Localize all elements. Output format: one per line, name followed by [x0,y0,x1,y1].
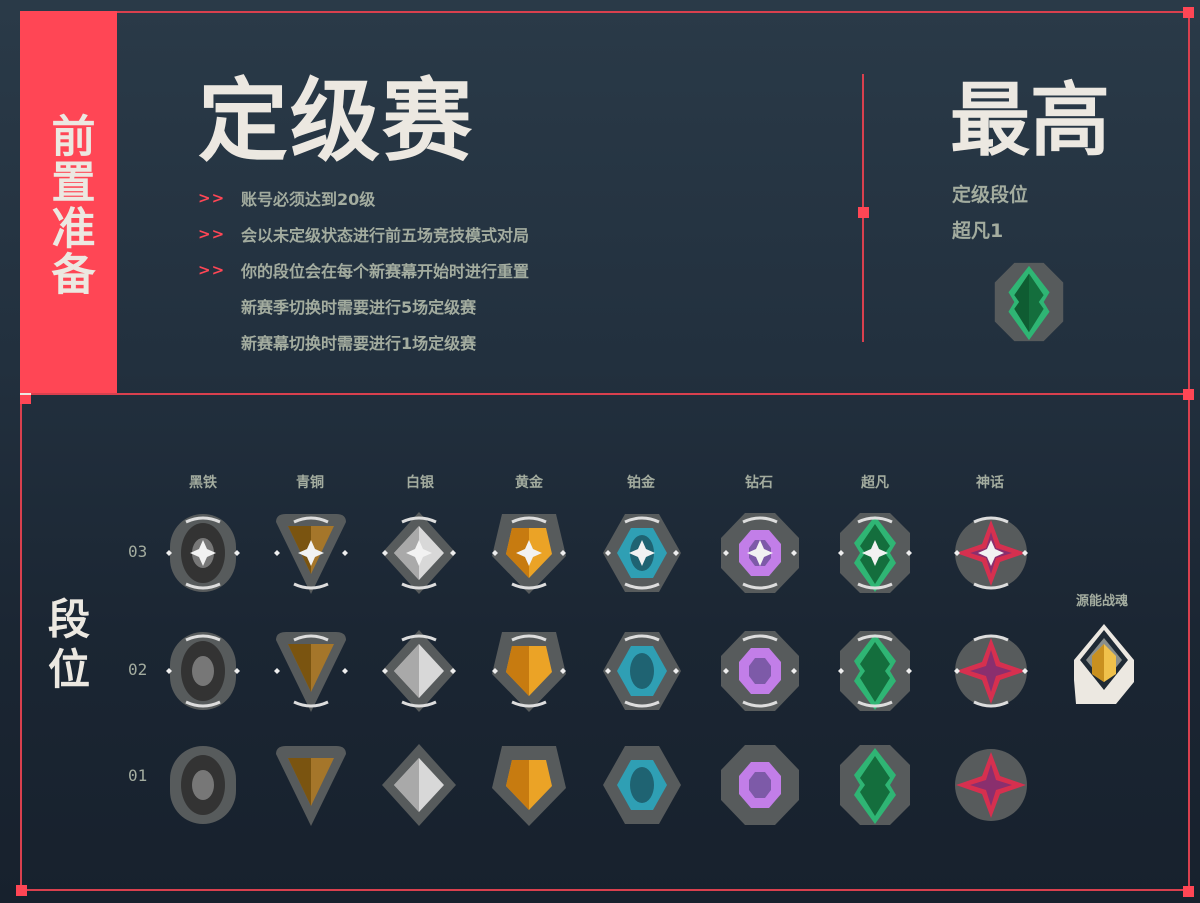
ranks-label: 段位 [47,595,90,694]
platinum-02-icon [597,626,687,716]
bottom-border [20,889,1190,891]
requirement-item: 新赛幕切换时需要进行1场定级赛 [198,324,529,360]
ascendant-01-icon [830,740,920,830]
diamond-02-icon [715,626,805,716]
row-label-02: 02 [128,660,148,679]
gold-03-icon [484,508,574,598]
top-border [20,11,1190,13]
diamond-03-icon [715,508,805,598]
right-border [1188,11,1190,891]
chevron-double-right-icon: >> [198,189,226,207]
placement-title: 定级赛 [198,69,474,174]
platinum-03-icon [597,508,687,598]
requirement-item: >> 账号必须达到20级 [198,180,529,216]
requirement-text: 你的段位会在每个新赛幕开始时进行重置 [241,262,530,281]
corner-marker [1183,7,1194,18]
iron-01-icon [158,740,248,830]
left-border [20,393,22,891]
tier-header-ascendant: 超凡 [861,475,889,491]
bronze-02-icon [266,626,356,716]
requirement-item: >> 你的段位会在每个新赛幕开始时进行重置 [198,252,529,288]
ascendant-03-icon [830,508,920,598]
platinum-01-icon [597,740,687,830]
separator-marker [858,207,869,218]
immortal-03-icon [946,508,1036,598]
requirement-item: 新赛季切换时需要进行5场定级赛 [198,288,529,324]
silver-01-icon [374,740,464,830]
corner-marker [16,885,27,896]
diamond-01-icon [715,740,805,830]
divider-border [20,393,1190,395]
corner-marker [1183,389,1194,400]
gold-01-icon [484,740,574,830]
requirement-text: 新赛季切换时需要进行5场定级赛 [241,298,477,317]
immortal-02-icon [946,626,1036,716]
tier-header-silver: 白银 [406,475,434,491]
row-label-01: 01 [128,766,148,785]
prerequisites-banner [20,11,117,393]
requirement-text: 新赛幕切换时需要进行1场定级赛 [241,334,477,353]
tier-header-bronze: 青铜 [296,475,324,491]
tier-header-gold: 黄金 [515,475,543,491]
silver-02-icon [374,626,464,716]
chevron-double-right-icon: >> [198,225,226,243]
silver-03-icon [374,508,464,598]
gold-02-icon [484,626,574,716]
iron-03-icon [158,508,248,598]
ascendant-02-icon [830,626,920,716]
requirements-list: >> 账号必须达到20级 >> 会以未定级状态进行前五场竞技模式对局 >> 你的… [198,180,529,360]
immortal-01-icon [946,740,1036,830]
bronze-01-icon [266,740,356,830]
iron-02-icon [158,626,248,716]
bronze-03-icon [266,508,356,598]
tier-header-diamond: 钻石 [745,475,773,491]
corner-marker [1183,886,1194,897]
requirement-text: 账号必须达到20级 [241,190,376,209]
radiant-icon [1064,620,1144,710]
row-label-03: 03 [128,542,148,561]
prerequisites-label: 前置准备 [43,113,95,297]
highest-title: 最高 [950,74,1110,167]
highest-subtitle: 定级段位 [952,184,1029,206]
tier-header-immortal: 神话 [976,475,1004,491]
ascendant-1-icon [985,258,1073,346]
radiant-label: 源能战魂 [1075,594,1128,609]
tier-header-platinum: 铂金 [627,475,655,491]
requirement-item: >> 会以未定级状态进行前五场竞技模式对局 [198,216,529,252]
requirement-text: 会以未定级状态进行前五场竞技模式对局 [241,226,530,245]
chevron-double-right-icon: >> [198,261,226,279]
highest-rank-name: 超凡1 [952,220,1004,242]
corner-marker [20,386,31,404]
tier-header-iron: 黑铁 [189,475,217,491]
